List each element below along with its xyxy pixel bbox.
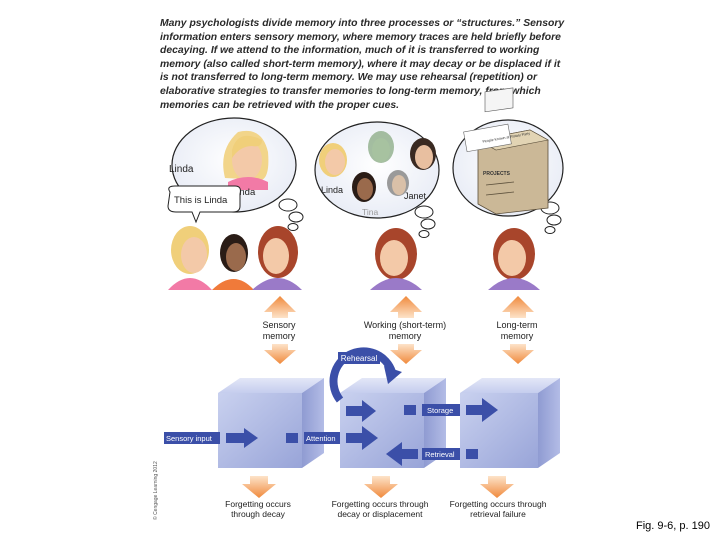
stage-label-sensory-2: memory [263,331,296,341]
file-cabinet-illustration [463,87,549,215]
stage-label-sensory-1: Sensory [262,320,296,330]
up-arrow-working [390,296,422,318]
storage-arrow [404,398,498,422]
forgetting-longterm-1: Forgetting occurs through [450,499,547,509]
speech-text: This is Linda [174,195,228,206]
figure-label: Fig. 9-6, p. 190 [636,520,710,532]
attention-label: Attention [306,434,336,443]
intro-text: Many psychologists divide memory into th… [160,18,565,111]
storage-label: Storage [427,406,453,415]
linda-caption: Linda [169,164,194,175]
sensory-input-arrow [164,428,258,448]
speech-bubble [167,185,241,224]
forgetting-arrow-sensory [242,476,276,498]
bubble2-name-linda: Linda [321,185,343,195]
down-arrow-working [390,344,422,364]
sensory-input-label: Sensory input [166,434,213,443]
retrieval-label: Retrieval [425,450,455,459]
forgetting-longterm-2: retrieval failure [470,509,526,519]
thought-bubble-working [314,121,440,238]
bubble2-name-janet: Janet [404,191,427,201]
forgetting-working-2: decay or displacement [337,509,423,519]
copyright-text: © Cengage Learning 2012 [152,461,159,520]
up-arrow-longterm [502,296,534,318]
cube-sensory-memory [218,378,324,468]
person-illustration-working [370,228,422,290]
retrieval-arrow [386,442,478,466]
forgetting-working-1: Forgetting occurs through [332,499,429,509]
stage-label-working-1: Working (short-term) [364,320,446,330]
down-arrow-sensory [264,344,296,364]
bubble2-name-tina: Tina [362,207,378,217]
rehearsal-entry-arrow [346,400,376,422]
rehearsal-label: Rehearsal [341,354,378,363]
attention-arrow [286,426,378,450]
forgetting-arrow-longterm [480,476,514,498]
linda-face-illustration [223,130,269,190]
down-arrow-longterm [502,344,534,364]
up-arrow-sensory [264,296,296,318]
stage-label-longterm-2: memory [501,331,534,341]
known-faces-illustration [319,131,436,202]
bubble1-name: Linda [232,187,256,198]
rehearsal-label-box [338,352,380,364]
stage-label-longterm-1: Long-term [496,320,537,330]
file-tab-label: PROJECTS [483,171,511,177]
intro-paragraph: Many psychologists divide memory into th… [160,17,570,112]
stage-label-working-2: memory [389,331,422,341]
forgetting-arrow-working [364,476,398,498]
forgetting-sensory-1: Forgetting occurs [225,499,291,509]
people-illustration-introduction [168,226,302,290]
forgetting-sensory-2: through decay [231,509,286,519]
person-illustration-longterm [488,228,540,290]
